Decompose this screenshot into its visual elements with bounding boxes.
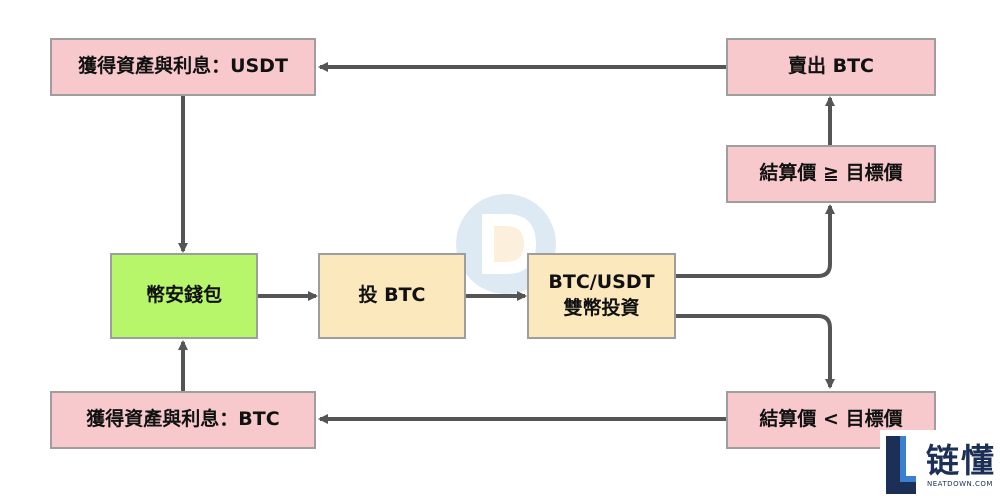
node-dual-investment: BTC/USDT 雙幣投資 [527,253,676,339]
logo-chinese-text: 链懂 [926,441,996,480]
node-sell-btc: 賣出 BTC [726,38,936,96]
node-wallet-label: 幣安錢包 [145,284,222,307]
node-dual-line1: BTC/USDT [548,271,655,294]
neatdown-logo: 链懂 NEATDOWN.COM [880,430,1000,500]
node-btc-interest: 獲得資產與利息：BTC [50,391,316,449]
node-btc-interest-label: 獲得資產與利息：BTC [86,408,280,431]
watermark-logo [456,194,556,294]
node-usdt-interest-label: 獲得資產與利息：USDT [78,55,288,78]
arrow-dual-to-settle-ge [676,204,835,278]
logo-l-icon [886,436,916,494]
node-dual-line2: 雙幣投資 [563,297,640,319]
node-settle-ge-target: 結算價 ≧ 目標價 [726,145,936,203]
node-invest-btc-label: 投 BTC [358,284,426,307]
logo-english-text: NEATDOWN.COM [927,480,993,488]
node-usdt-interest: 獲得資產與利息：USDT [50,38,316,96]
node-invest-btc: 投 BTC [318,253,466,339]
arrow-dual-to-settle-lt [676,314,835,389]
node-settle-lt-target-label: 結算價 < 目標價 [759,408,903,431]
node-sell-btc-label: 賣出 BTC [787,55,874,78]
node-wallet: 幣安錢包 [110,253,258,339]
node-settle-ge-target-label: 結算價 ≧ 目標價 [759,162,903,185]
